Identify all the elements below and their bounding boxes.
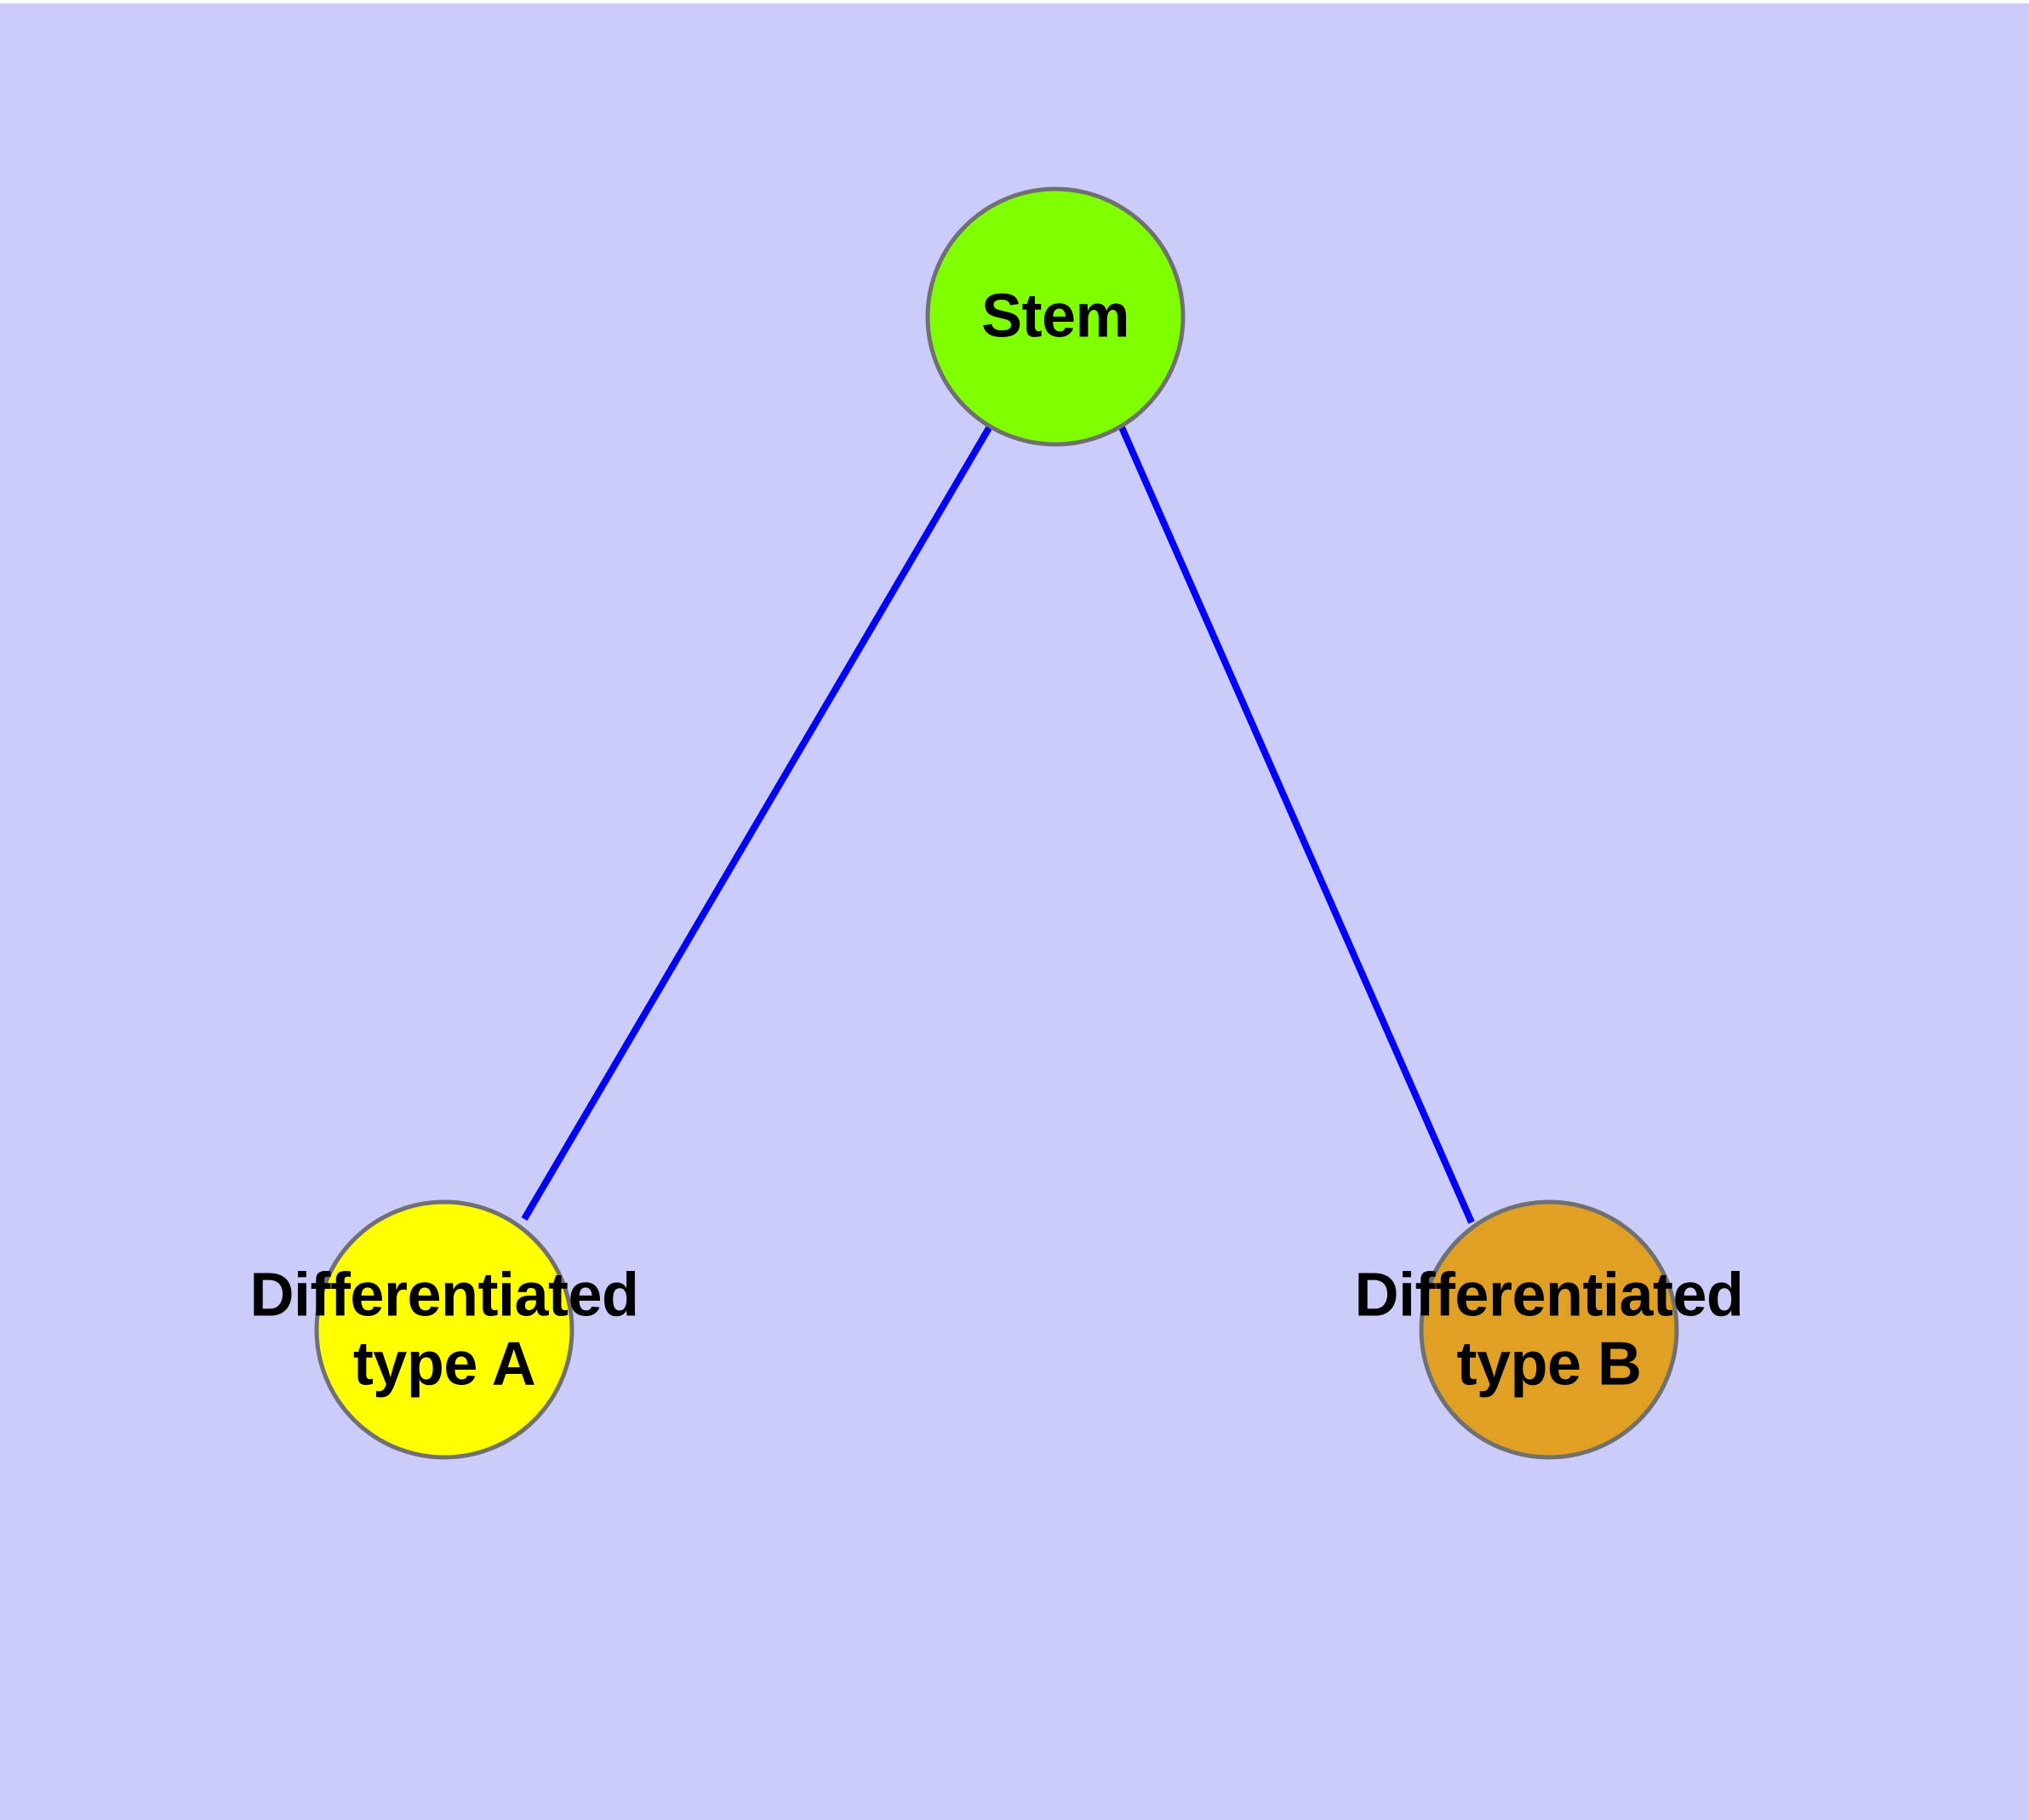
node-layer [314, 186, 1679, 1460]
node-diff_b[interactable] [1419, 1199, 1679, 1460]
edge-stem-to-diff-b[interactable] [1118, 426, 1475, 1224]
edge-layer [521, 424, 1475, 1224]
node-stem[interactable] [925, 186, 1186, 447]
node-diff_a[interactable] [314, 1199, 574, 1460]
edge-stem-to-diff-a[interactable] [521, 424, 993, 1222]
